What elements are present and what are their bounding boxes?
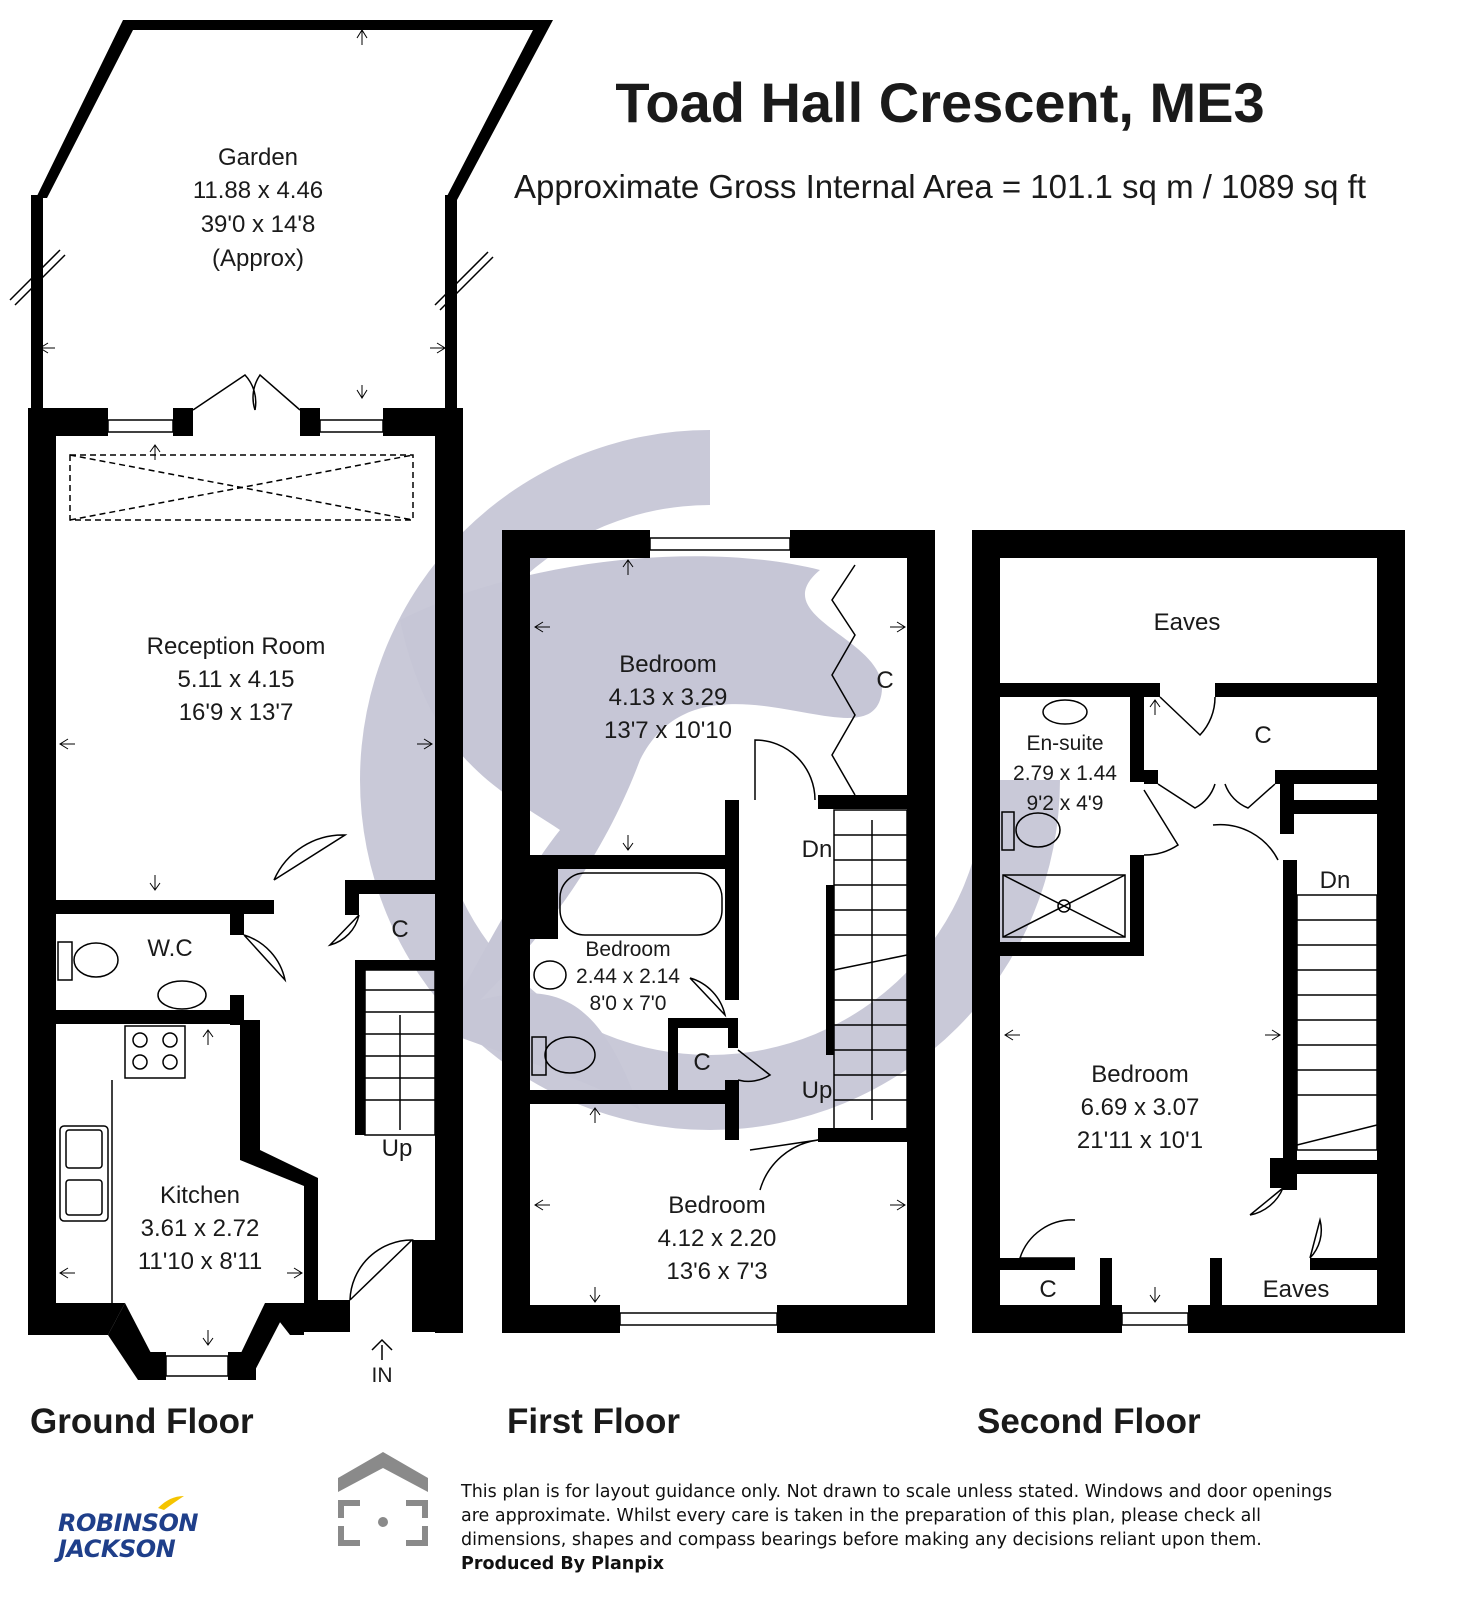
room-garden: Garden 11.88 x 4.46 39'0 x 14'8 (Approx)	[193, 144, 323, 272]
stairs-up-label: Up	[802, 1077, 833, 1104]
produced-by: Produced By Planpix	[461, 1554, 665, 1574]
stairs-up-label: Up	[382, 1135, 413, 1162]
garden-note: (Approx)	[212, 245, 304, 272]
cupboard-label: C	[876, 667, 893, 694]
room-reception: Reception Room 5.11 x 4.15 16'9 x 13'7	[147, 633, 326, 726]
dimension-arrows	[39, 29, 1281, 1346]
second-floor-details	[1001, 696, 1378, 1326]
kitchen-name: Kitchen	[160, 1182, 240, 1209]
bed4-metric: 6.69 x 3.07	[1081, 1094, 1200, 1121]
bed2-metric: 2.44 x 2.14	[576, 965, 680, 988]
room-wc: W.C	[147, 935, 192, 962]
room-kitchen: Kitchen 3.61 x 2.72 11'10 x 8'11	[138, 1182, 262, 1275]
agent-logo: ROBINSON JACKSON	[58, 1496, 198, 1563]
ground-floor-details	[9, 249, 494, 1377]
cupboard-label: C	[693, 1049, 710, 1076]
bed1-name: Bedroom	[619, 651, 716, 678]
garden-metric: 11.88 x 4.46	[193, 177, 323, 204]
bed4-imperial: 21'11 x 10'1	[1077, 1127, 1203, 1154]
disclaimer: This plan is for layout guidance only. N…	[461, 1480, 1361, 1576]
room-bedroom-3: Bedroom 4.12 x 2.20 13'6 x 7'3	[658, 1192, 777, 1285]
room-bedroom-4: Bedroom 6.69 x 3.07 21'11 x 10'1	[1077, 1061, 1203, 1154]
room-eaves-bottom: Eaves	[1263, 1276, 1330, 1303]
first-floor-walls	[502, 530, 935, 1333]
bed2-name: Bedroom	[585, 938, 670, 961]
kitchen-metric: 3.61 x 2.72	[141, 1215, 260, 1242]
plan-subtitle: Approximate Gross Internal Area = 101.1 …	[514, 168, 1366, 205]
entrance-label: IN	[372, 1364, 393, 1387]
bed1-metric: 4.13 x 3.29	[609, 684, 728, 711]
bed1-imperial: 13'7 x 10'10	[604, 717, 732, 744]
first-floor-details	[531, 537, 908, 1326]
bed2-imperial: 8'0 x 7'0	[590, 992, 667, 1015]
room-ensuite: En-suite 2.79 x 1.44 9'2 x 4'9	[1013, 732, 1117, 815]
bed3-metric: 4.12 x 2.20	[658, 1225, 777, 1252]
agent-logo-line2: JACKSON	[58, 1535, 176, 1563]
reception-imperial: 16'9 x 13'7	[179, 699, 294, 726]
ensuite-metric: 2.79 x 1.44	[1013, 762, 1117, 785]
cupboard-label: C	[1254, 722, 1271, 749]
floor-label-ground: Ground Floor	[30, 1402, 254, 1441]
ground-floor-walls	[28, 20, 553, 1380]
bed3-name: Bedroom	[668, 1192, 765, 1219]
room-bedroom-1: Bedroom 4.13 x 3.29 13'7 x 10'10	[604, 651, 732, 744]
stairs-down-label: Dn	[1320, 867, 1351, 894]
floor-label-first: First Floor	[507, 1402, 680, 1441]
second-floor-walls	[972, 530, 1405, 1333]
garden-name: Garden	[218, 144, 298, 171]
kitchen-imperial: 11'10 x 8'11	[138, 1248, 262, 1275]
ensuite-name: En-suite	[1026, 732, 1103, 755]
stairs-down-label: Dn	[802, 836, 833, 863]
bed4-name: Bedroom	[1091, 1061, 1188, 1088]
planpix-logo-icon	[338, 1452, 428, 1546]
bed3-imperial: 13'6 x 7'3	[666, 1258, 767, 1285]
reception-name: Reception Room	[147, 633, 326, 660]
agent-logo-line1: ROBINSON	[58, 1509, 198, 1537]
floor-label-second: Second Floor	[977, 1402, 1201, 1441]
ensuite-imperial: 9'2 x 4'9	[1027, 792, 1104, 815]
reception-metric: 5.11 x 4.15	[178, 666, 295, 693]
disclaimer-text: This plan is for layout guidance only. N…	[461, 1482, 1333, 1550]
plan-title: Toad Hall Crescent, ME3	[615, 71, 1264, 134]
room-eaves-top: Eaves	[1154, 609, 1221, 636]
room-bedroom-2: Bedroom 2.44 x 2.14 8'0 x 7'0	[576, 938, 680, 1015]
swoosh-icon	[158, 1496, 184, 1510]
cupboard-label: C	[1039, 1276, 1056, 1303]
garden-imperial: 39'0 x 14'8	[201, 211, 316, 238]
cupboard-label: C	[391, 916, 408, 943]
